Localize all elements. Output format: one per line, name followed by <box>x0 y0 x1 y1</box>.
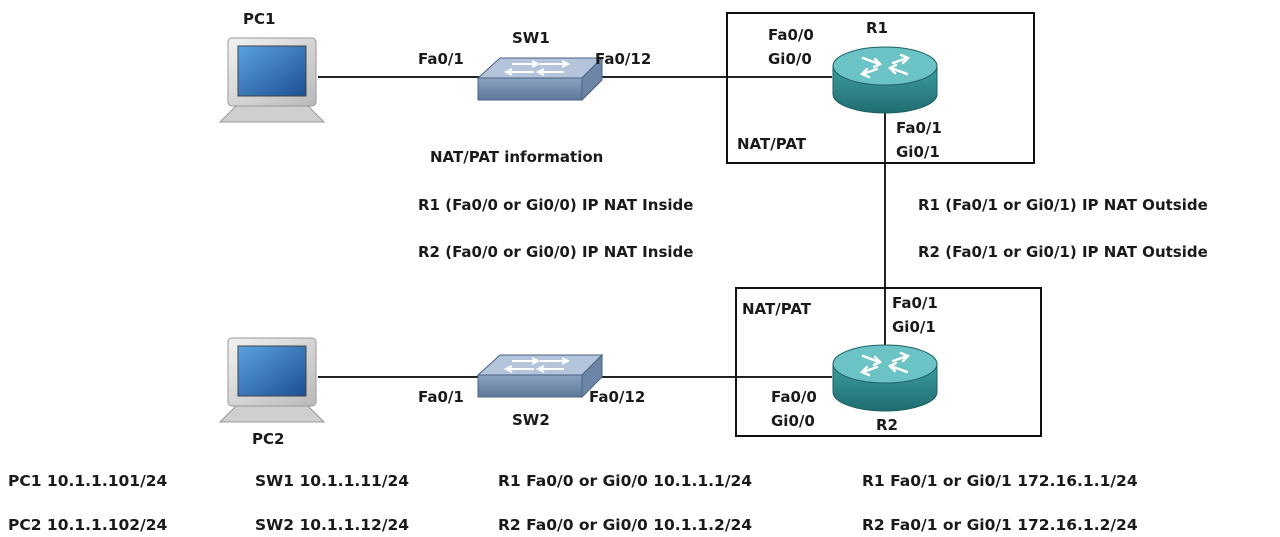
nat-info-heading: NAT/PAT information <box>430 148 603 166</box>
nat-r2-inside: R2 (Fa0/0 or Gi0/0) IP NAT Inside <box>418 243 693 261</box>
r1-router-icon[interactable] <box>832 46 938 114</box>
r1-nat-box <box>726 12 1035 164</box>
port-label-r2-fa01: Fa0/1 <box>892 294 938 312</box>
addr-pc1: PC1 10.1.1.101/24 <box>8 472 168 490</box>
addr-sw2: SW2 10.1.1.12/24 <box>255 516 409 534</box>
r2-nat-box <box>735 287 1042 437</box>
nat-box-label-r1: NAT/PAT <box>737 135 807 153</box>
sw1-switch-icon[interactable] <box>476 56 604 102</box>
addr-r2-inside: R2 Fa0/0 or Gi0/0 10.1.1.2/24 <box>498 516 752 534</box>
sw2-label: SW2 <box>512 411 550 429</box>
r2-router-icon[interactable] <box>832 344 938 412</box>
r2-label: R2 <box>876 416 898 434</box>
nat-r1-outside: R1 (Fa0/1 or Gi0/1) IP NAT Outside <box>918 196 1208 214</box>
pc1-label: PC1 <box>243 10 275 28</box>
port-label-r2-fa00: Fa0/0 <box>771 388 817 406</box>
addr-r2-outside: R2 Fa0/1 or Gi0/1 172.16.1.2/24 <box>862 516 1138 534</box>
nat-box-label-r2: NAT/PAT <box>742 300 812 318</box>
addr-pc2: PC2 10.1.1.102/24 <box>8 516 168 534</box>
pc2-computer-icon[interactable] <box>218 337 326 423</box>
port-label-r1-gi00: Gi0/0 <box>768 50 812 68</box>
port-label-r2-gi00: Gi0/0 <box>771 412 815 430</box>
port-label-r1-fa01: Fa0/1 <box>896 119 942 137</box>
nat-r1-inside: R1 (Fa0/0 or Gi0/0) IP NAT Inside <box>418 196 693 214</box>
pc1-computer-icon[interactable] <box>218 37 326 123</box>
addr-r1-inside: R1 Fa0/0 or Gi0/0 10.1.1.1/24 <box>498 472 752 490</box>
pc2-label: PC2 <box>252 430 284 448</box>
port-label-pc2-sw2: Fa0/1 <box>418 388 464 406</box>
sw2-switch-icon[interactable] <box>476 353 604 399</box>
nat-r2-outside: R2 (Fa0/1 or Gi0/1) IP NAT Outside <box>918 243 1208 261</box>
port-label-pc1-sw1: Fa0/1 <box>418 50 464 68</box>
addr-sw1: SW1 10.1.1.11/24 <box>255 472 409 490</box>
port-label-r1-gi01: Gi0/1 <box>896 143 940 161</box>
port-label-sw2-r2: Fa0/12 <box>589 388 645 406</box>
port-label-sw1-r1: Fa0/12 <box>595 50 651 68</box>
sw1-label: SW1 <box>512 29 550 47</box>
r1-label: R1 <box>866 19 888 37</box>
port-label-r1-fa00: Fa0/0 <box>768 26 814 44</box>
addr-r1-outside: R1 Fa0/1 or Gi0/1 172.16.1.1/24 <box>862 472 1138 490</box>
port-label-r2-gi01: Gi0/1 <box>892 318 936 336</box>
